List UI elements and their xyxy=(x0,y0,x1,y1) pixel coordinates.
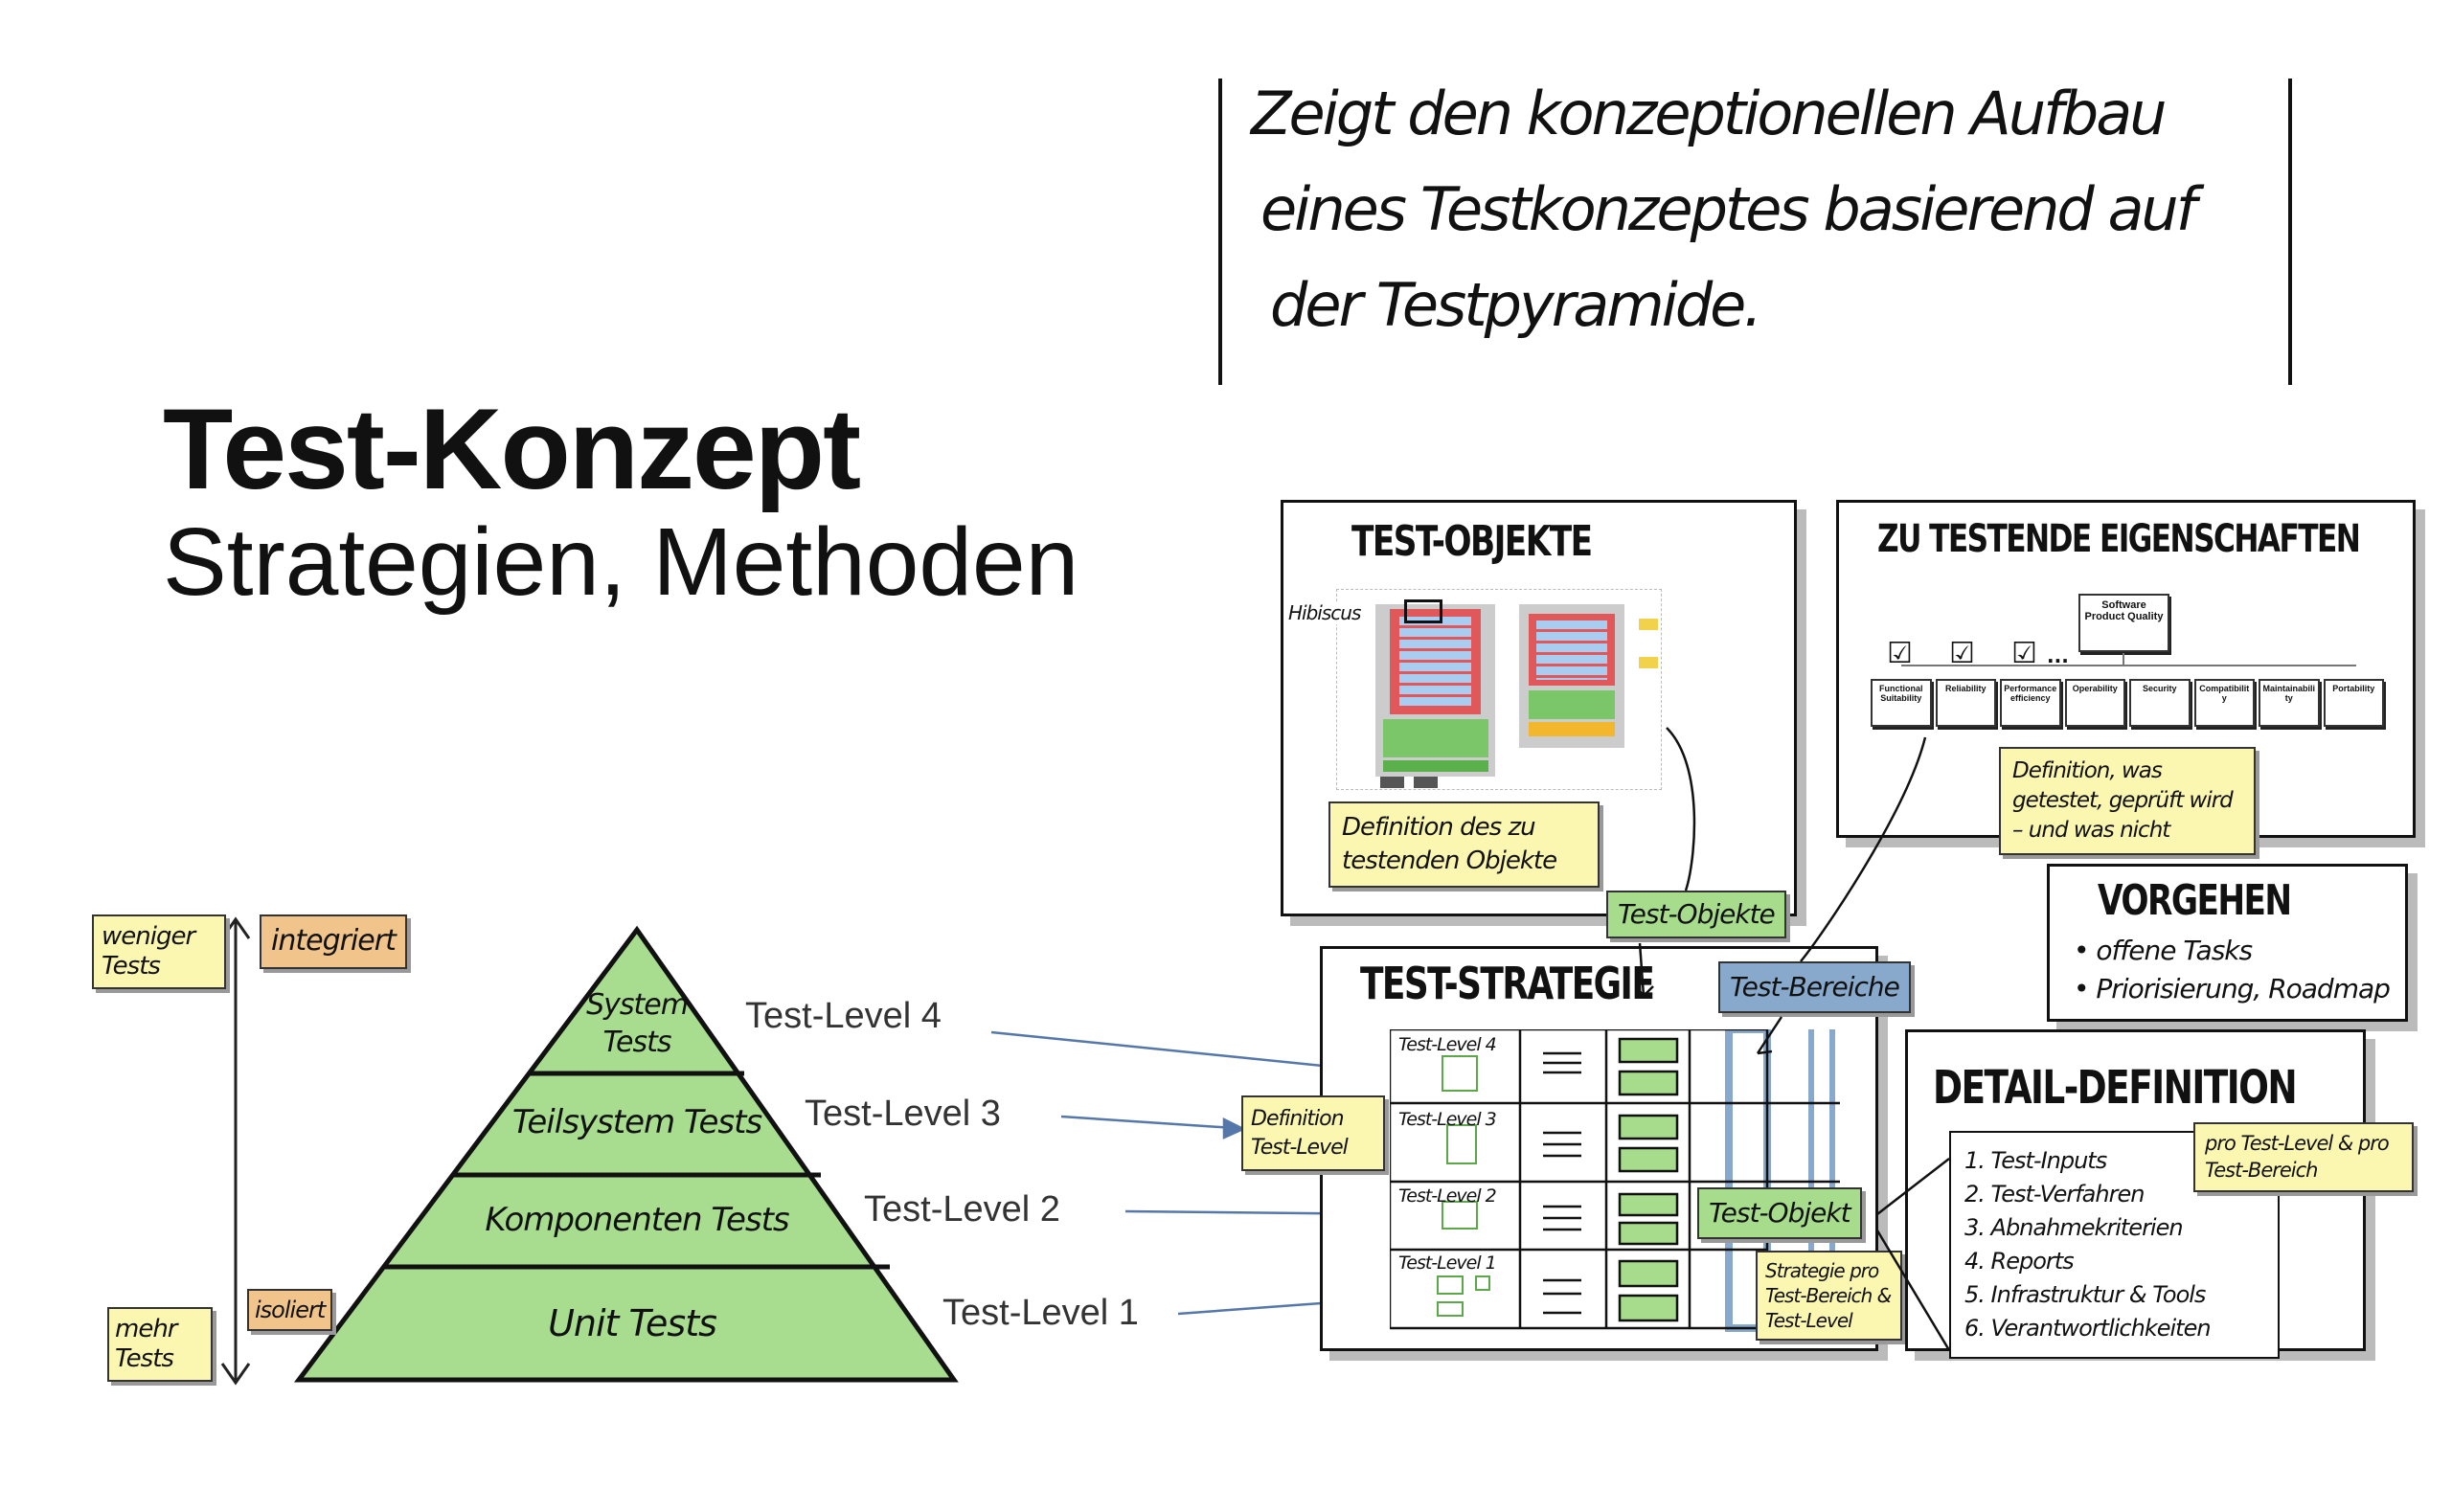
test-bereiche-tag: Test-Bereiche xyxy=(1718,961,1911,1013)
test-level-1-label: Test-Level 1 xyxy=(942,1293,1139,1333)
note-weniger-tests: weniger Tests xyxy=(92,914,226,990)
pyramid-level-teilsystem: Teilsystem Tests xyxy=(511,1103,762,1141)
page-subtitle: Strategien, Methoden xyxy=(163,508,1079,616)
quality-root-box: Software Product Quality xyxy=(2078,594,2169,652)
test-objekte-tag: Test-Objekte xyxy=(1606,891,1786,938)
test-objekt-tag: Test-Objekt xyxy=(1697,1187,1862,1239)
strategie-row-label: Test-Level 2 xyxy=(1398,1185,1497,1207)
detail-item: 6. Verantwortlichkeiten xyxy=(1964,1315,2212,1342)
note-mehr-tests: mehr Tests xyxy=(107,1307,213,1383)
pyramid-level-komponenten: Komponenten Tests xyxy=(485,1201,789,1239)
vorgehen-item: • offene Tasks xyxy=(2074,935,2253,966)
quote-line: Zeigt den konzeptionellen Aufbau xyxy=(1251,79,2168,148)
strategie-row-label: Test-Level 1 xyxy=(1398,1252,1497,1274)
quality-characteristic: Compatibility xyxy=(2193,679,2255,727)
test-objekte-title: TEST-OBJEKTE xyxy=(1351,517,1593,566)
quality-characteristic: Performance efficiency xyxy=(2000,679,2061,727)
strategy-cells xyxy=(1618,1037,1679,1322)
ellipsis: ... xyxy=(2047,644,2069,667)
arrow-down-icon xyxy=(220,1363,251,1386)
test-level-4-label: Test-Level 4 xyxy=(745,996,942,1036)
detail-definition-title: DETAIL-DEFINITION xyxy=(1933,1061,2298,1115)
eigenschaften-title: ZU TESTENDE EIGENSCHAFTEN xyxy=(1877,517,2361,561)
vorgehen-panel xyxy=(2047,864,2408,1022)
quote-line: der Testpyramide. xyxy=(1270,270,1762,340)
strategie-row-label: Test-Level 3 xyxy=(1398,1109,1497,1130)
level-arrow xyxy=(1060,1115,1235,1130)
test-objekte-note: Definition des zu testenden Objekte xyxy=(1328,801,1600,889)
quality-characteristics: Functional Suitability Reliability Perfo… xyxy=(1871,679,2384,727)
quality-characteristic: Security xyxy=(2129,679,2191,727)
quality-characteristic: Functional Suitability xyxy=(1871,679,1932,727)
pyramid-level-unit: Unit Tests xyxy=(548,1302,717,1344)
test-level-2-label: Test-Level 2 xyxy=(864,1189,1060,1230)
vorgehen-item-text: Priorisierung, Roadmap xyxy=(2096,973,2390,1004)
vorgehen-item-text: offene Tasks xyxy=(2096,935,2253,966)
eigenschaften-note: Definition, was getestet, geprüft wird –… xyxy=(1999,747,2256,856)
checkbox-checked-icon: ☑ xyxy=(1949,637,1975,670)
quote-line: eines Testkonzeptes basierend auf xyxy=(1260,174,2197,244)
detail-item: 5. Infrastruktur & Tools xyxy=(1964,1281,2206,1308)
checkbox-checked-icon: ☑ xyxy=(2011,637,2037,670)
strategie-grid xyxy=(1390,1029,1840,1332)
checkbox-checked-icon: ☑ xyxy=(1887,637,1913,670)
quality-characteristic: Operability xyxy=(2064,679,2125,727)
quality-characteristic: Reliability xyxy=(1935,679,1996,727)
detail-item: 3. Abnahmekriterien xyxy=(1964,1214,2184,1241)
quality-tree-lines xyxy=(1901,653,2356,666)
strategie-row-label: Test-Level 4 xyxy=(1398,1034,1497,1055)
detail-note: pro Test-Level & pro Test-Bereich xyxy=(2193,1122,2414,1192)
note-integriert: integriert xyxy=(260,914,407,969)
hibiscus-label: Hibiscus xyxy=(1288,601,1361,624)
architecture-diagram xyxy=(1336,589,1662,790)
pyramid-level-system: System Tests xyxy=(586,988,689,1059)
test-level-3-label: Test-Level 3 xyxy=(805,1094,1001,1134)
detail-item: 2. Test-Verfahren xyxy=(1964,1181,2145,1207)
quality-characteristic: Maintainability xyxy=(2259,679,2320,727)
detail-item: 4. Reports xyxy=(1964,1248,2075,1275)
vorgehen-title: VORGEHEN xyxy=(2098,876,2292,925)
component-sketches xyxy=(1437,1055,1490,1317)
detail-item: 1. Test-Inputs xyxy=(1964,1147,2107,1174)
vorgehen-item: • Priorisierung, Roadmap xyxy=(2074,973,2391,1004)
definition-test-level-note: Definition Test-Level xyxy=(1241,1095,1385,1172)
note-isoliert: isoliert xyxy=(247,1289,333,1332)
test-strategie-title: TEST-STRATEGIE xyxy=(1360,958,1655,1009)
quality-characteristic: Portability xyxy=(2323,679,2384,727)
quote-box: Zeigt den konzeptionellen Aufbau eines T… xyxy=(1218,79,2292,385)
strategie-note: Strategie pro Test-Bereich & Test-Level xyxy=(1756,1251,1902,1341)
arrow-up-icon xyxy=(220,916,251,939)
page-title: Test-Konzept xyxy=(163,385,861,513)
